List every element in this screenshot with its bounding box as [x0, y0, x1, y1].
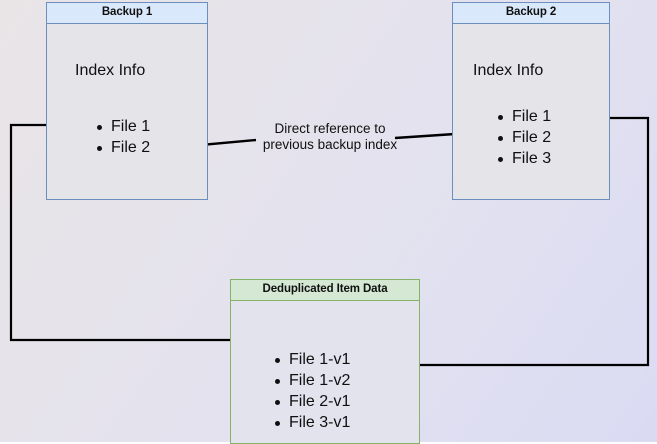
- dedup-header: Deduplicated Item Data: [231, 280, 419, 301]
- direct-reference-line-2: previous backup index: [262, 137, 398, 152]
- list-item: File 3-v1: [273, 412, 350, 433]
- backup2-index-info-label: Index Info: [473, 62, 544, 79]
- direct-reference-line-1: Direct reference to: [274, 121, 386, 136]
- backup1-body: Index Info File 1 File 2: [47, 24, 207, 199]
- dedup-body: File 1-v1 File 1-v2 File 2-v1 File 3-v1: [231, 301, 419, 443]
- direct-reference-label: Direct reference to previous backup inde…: [249, 121, 411, 153]
- list-item: File 2: [496, 127, 551, 148]
- backup2-body: Index Info File 1 File 2 File 3: [453, 24, 609, 199]
- list-item: File 1: [95, 116, 150, 137]
- backup2-file-list: File 1 File 2 File 3: [496, 106, 551, 169]
- list-item: File 2: [95, 137, 150, 158]
- list-item: File 3: [496, 148, 551, 169]
- backup1-file-list: File 1 File 2: [95, 116, 150, 158]
- list-item: File 1-v1: [273, 349, 350, 370]
- backup1-header: Backup 1: [47, 3, 207, 24]
- backup2-box[interactable]: Backup 2 Index Info File 1 File 2 File 3: [452, 2, 610, 200]
- deduplicated-item-data-box[interactable]: Deduplicated Item Data File 1-v1 File 1-…: [230, 279, 420, 444]
- list-item: File 2-v1: [273, 391, 350, 412]
- dedup-file-list: File 1-v1 File 1-v2 File 2-v1 File 3-v1: [273, 349, 350, 433]
- backup1-index-info-label: Index Info: [75, 62, 146, 79]
- backup2-header: Backup 2: [453, 3, 609, 24]
- list-item: File 1-v2: [273, 370, 350, 391]
- backup1-box[interactable]: Backup 1 Index Info File 1 File 2: [46, 2, 208, 200]
- list-item: File 1: [496, 106, 551, 127]
